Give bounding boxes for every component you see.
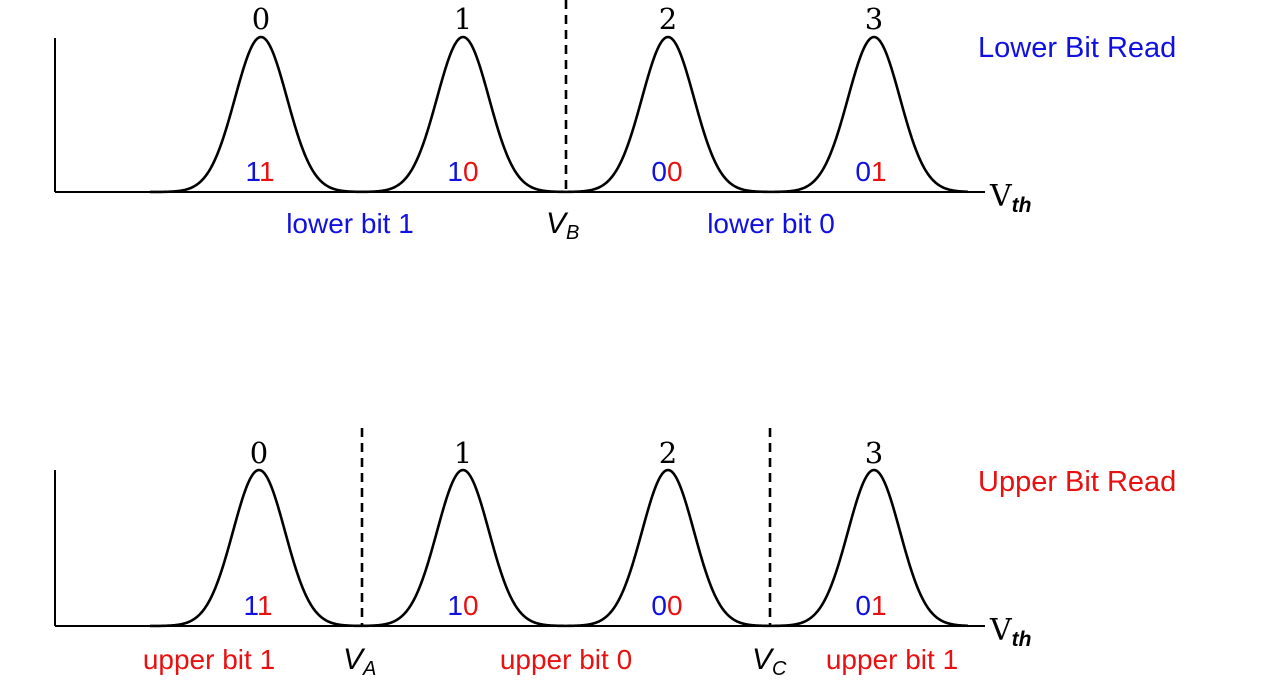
bit-pair-1: 10 — [447, 590, 478, 621]
state-label-3: 3 — [865, 2, 883, 36]
lower-region-1: lower bit 1 — [286, 208, 414, 239]
bit-pair-0: 11 — [243, 590, 272, 621]
bit-pair-2: 00 — [651, 590, 682, 621]
state-label-1: 1 — [454, 2, 472, 36]
state-label-2: 2 — [659, 436, 677, 470]
state-label-0: 0 — [252, 2, 270, 36]
bit-pair-3: 01 — [855, 590, 886, 621]
lower-bit-panel: 0 1 2 3 11 10 00 01 Vth lower bit 1 VB l… — [54, 0, 1176, 244]
upper-distribution-curve — [149, 468, 969, 628]
state-label-3: 3 — [865, 436, 883, 470]
upper-region-1-left: upper bit 1 — [143, 644, 275, 675]
threshold-label-vb: VB — [546, 207, 579, 244]
upper-panel-title: Upper Bit Read — [978, 466, 1176, 498]
upper-region-1-right: upper bit 1 — [826, 644, 958, 675]
threshold-label-va: VA — [343, 643, 376, 680]
upper-region-0: upper bit 0 — [500, 644, 632, 675]
upper-bit-panel: 0 1 2 3 11 10 00 01 Vth upper bit 1 VA u… — [54, 428, 1176, 680]
bit-pair-2: 00 — [651, 156, 682, 187]
state-label-2: 2 — [659, 2, 677, 36]
bit-pair-1: 10 — [447, 156, 478, 187]
lower-region-0: lower bit 0 — [707, 208, 835, 239]
lower-axis-label: Vth — [989, 179, 1032, 217]
bit-pair-3: 01 — [855, 156, 886, 187]
threshold-label-vc: VC — [752, 643, 787, 680]
bit-pair-0: 11 — [245, 156, 274, 187]
lower-distribution-curve — [150, 35, 969, 194]
upper-axis-label: Vth — [989, 613, 1032, 651]
state-label-1: 1 — [454, 436, 472, 470]
state-label-0: 0 — [250, 436, 268, 470]
lower-panel-title: Lower Bit Read — [978, 32, 1176, 64]
